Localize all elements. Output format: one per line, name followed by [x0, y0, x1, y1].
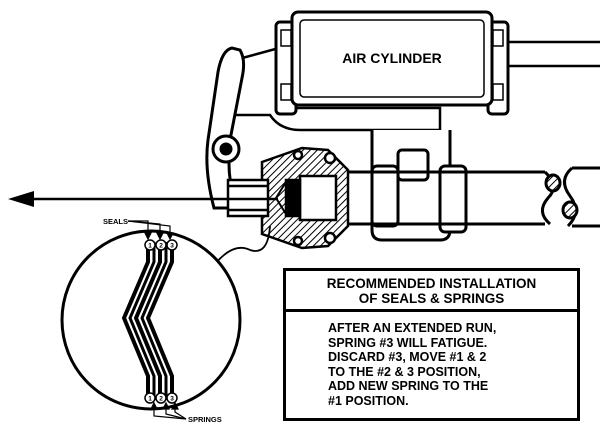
- marker-bottom-2: 2: [159, 396, 163, 403]
- marker-top-1: 1: [148, 243, 152, 250]
- marker-top-3: 3: [170, 243, 174, 250]
- note-body-line-2: SPRING #3 WILL FATIGUE.: [328, 335, 488, 350]
- note-title: RECOMMENDED INSTALLATION OF SEALS & SPRI…: [286, 271, 577, 312]
- air-cylinder: [233, 10, 600, 132]
- installation-note: RECOMMENDED INSTALLATION OF SEALS & SPRI…: [283, 268, 580, 421]
- shaft: [340, 166, 600, 228]
- note-title-line-1: RECOMMENDED INSTALLATION: [326, 276, 537, 291]
- note-body: AFTER AN EXTENDED RUN, SPRING #3 WILL FA…: [328, 321, 578, 408]
- direction-arrow: [8, 191, 278, 207]
- note-title-line-2: OF SEALS & SPRINGS: [358, 291, 505, 306]
- seals-callout: [127, 220, 174, 241]
- detail-circle: 1 2 3 1 2 3: [60, 229, 242, 411]
- air-cylinder-label: AIR CYLINDER: [342, 50, 442, 66]
- marker-bottom-3: 3: [170, 396, 174, 403]
- springs-callout: [150, 401, 187, 420]
- note-body-line-3: DISCARD #3, MOVE #1 & 2: [328, 350, 487, 364]
- note-body-line-1: AFTER AN EXTENDED RUN,: [328, 321, 497, 335]
- note-body-line-5: ADD NEW SPRING TO THE: [328, 379, 489, 393]
- note-body-line-6: #1 POSITION.: [328, 393, 409, 408]
- seal-housing: [260, 146, 350, 250]
- marker-bottom-1: 1: [148, 396, 152, 403]
- detail-leader-line: [205, 225, 271, 277]
- seals-label: SEALS: [103, 217, 128, 226]
- mounting-block: [370, 130, 468, 242]
- springs-label: SPRINGS: [188, 415, 222, 424]
- marker-top-2: 2: [159, 243, 163, 250]
- note-body-line-4: TO THE #2 & 3 POSITION,: [328, 364, 481, 379]
